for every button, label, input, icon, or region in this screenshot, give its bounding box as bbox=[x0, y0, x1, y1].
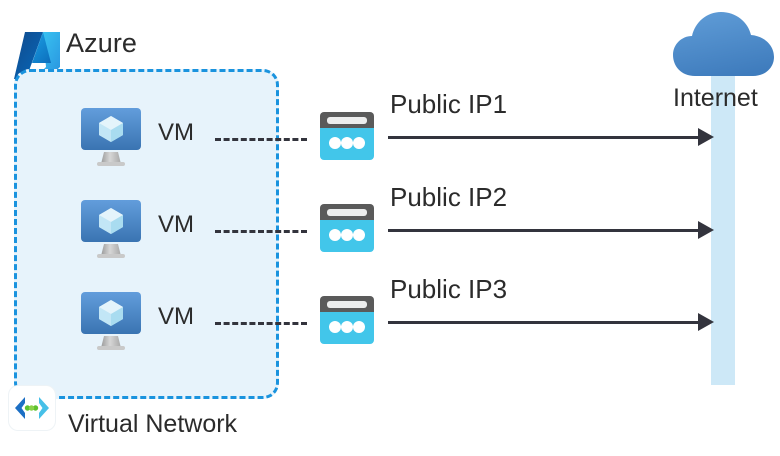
public-ip-label: Public IP3 bbox=[390, 274, 508, 304]
vm-to-public-ip-connector bbox=[215, 322, 307, 325]
internet-arrow-line bbox=[388, 321, 700, 324]
azure-logo-icon bbox=[13, 29, 63, 81]
vm-label: VM bbox=[158, 303, 194, 330]
internet-arrow-head bbox=[698, 221, 714, 239]
vm-label: VM bbox=[158, 119, 194, 146]
public-ip-icon bbox=[318, 204, 376, 254]
cloud-icon bbox=[673, 8, 774, 78]
public-ip-label: Public IP1 bbox=[390, 89, 508, 119]
internet-arrow-head bbox=[698, 313, 714, 331]
public-ip-icon bbox=[318, 296, 376, 346]
internet-bar bbox=[711, 55, 735, 385]
virtual-network-box bbox=[14, 69, 279, 399]
internet-arrow-line bbox=[388, 229, 700, 232]
internet-label: Internet bbox=[673, 84, 758, 112]
internet-arrow-head bbox=[698, 128, 714, 146]
virtual-network-label: Virtual Network bbox=[68, 410, 238, 438]
virtual-machine-icon bbox=[80, 106, 142, 168]
internet-arrow-line bbox=[388, 136, 700, 139]
vm-to-public-ip-connector bbox=[215, 138, 307, 141]
vm-label: VM bbox=[158, 211, 194, 238]
public-ip-icon bbox=[318, 112, 376, 162]
vm-to-public-ip-connector bbox=[215, 230, 307, 233]
virtual-machine-icon bbox=[80, 198, 142, 260]
public-ip-label: Public IP2 bbox=[390, 182, 508, 212]
azure-label: Azure bbox=[66, 28, 138, 58]
virtual-network-icon bbox=[9, 386, 55, 430]
virtual-machine-icon bbox=[80, 290, 142, 352]
